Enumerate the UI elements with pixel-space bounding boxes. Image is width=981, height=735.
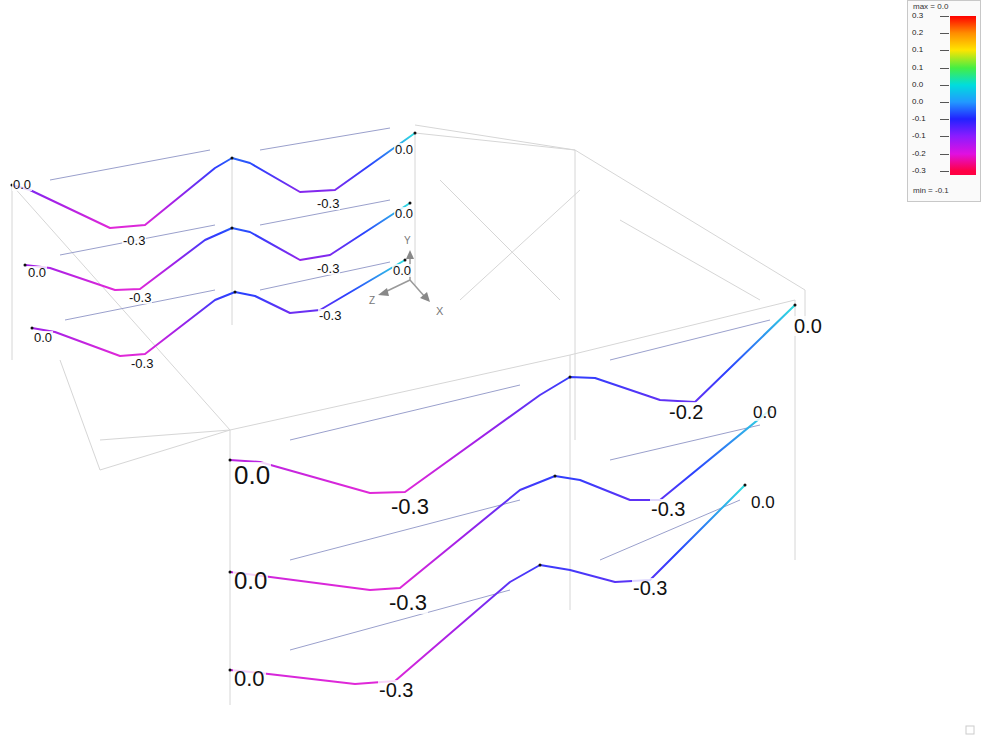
tick-mark xyxy=(940,171,949,172)
tick-mark xyxy=(940,102,949,103)
legend-tick: -0.1 xyxy=(912,132,926,140)
moment-value: -0.3 xyxy=(316,262,340,275)
moment-value: 0.0 xyxy=(752,404,778,421)
tick-mark xyxy=(940,154,949,155)
legend-tick: 0.0 xyxy=(912,81,923,89)
moment-value: 0.0 xyxy=(793,316,823,336)
tick-mark xyxy=(940,119,949,120)
moment-value: -0.3 xyxy=(388,592,428,614)
moment-value: 0.0 xyxy=(33,331,53,344)
moment-value: 0.0 xyxy=(392,264,412,277)
beam-lines xyxy=(50,128,770,650)
legend-swatch xyxy=(950,16,976,33)
moment-value: -0.3 xyxy=(128,291,152,304)
moment-value: 0.0 xyxy=(750,494,776,511)
moment-curves xyxy=(12,133,795,684)
legend-tick: 0.3 xyxy=(912,12,923,20)
moment-value: -0.3 xyxy=(632,578,668,598)
legend-swatch xyxy=(950,119,976,136)
axis-triad xyxy=(378,250,430,302)
corner-mark xyxy=(966,726,974,734)
moment-value: 0.0 xyxy=(233,668,266,690)
tick-mark xyxy=(940,68,949,69)
moment-value: -0.3 xyxy=(378,680,414,700)
legend-tick: 0.1 xyxy=(912,46,923,54)
legend-swatch xyxy=(950,50,976,67)
moment-value: 0.0 xyxy=(394,207,414,220)
tick-mark xyxy=(940,50,949,51)
legend-extreme: min = -0.1 xyxy=(912,187,950,195)
support-dots xyxy=(11,132,797,672)
legend-swatch xyxy=(950,68,976,85)
moment-value: 0.0 xyxy=(12,178,32,191)
tick-mark xyxy=(940,85,949,86)
moment-value: -0.2 xyxy=(668,402,704,422)
legend-swatch xyxy=(950,136,976,153)
tick-mark xyxy=(940,136,949,137)
legend-swatch xyxy=(950,33,976,50)
moment-value: -0.3 xyxy=(390,496,430,518)
moment-value: X xyxy=(435,306,444,317)
legend-swatch xyxy=(950,154,976,171)
legend-tick: -0.3 xyxy=(912,167,926,175)
legend-swatch xyxy=(950,171,976,175)
moment-value: Y xyxy=(403,236,412,246)
moment-value: -0.3 xyxy=(130,357,154,370)
moment-value: 0.0 xyxy=(394,143,414,156)
legend-swatch xyxy=(950,85,976,102)
legend-tick: -0.1 xyxy=(912,115,926,123)
legend-tick: 0.1 xyxy=(912,64,923,72)
legend-tick: 0.2 xyxy=(912,29,923,37)
moment-value: 0.0 xyxy=(233,462,271,488)
moment-value: 0.0 xyxy=(27,266,47,279)
moment-value: -0.3 xyxy=(122,234,146,247)
moment-value: -0.3 xyxy=(318,309,342,322)
legend-tick: -0.2 xyxy=(912,150,926,158)
legend-swatch xyxy=(950,102,976,119)
moment-value: 0.0 xyxy=(233,569,268,593)
frame-members xyxy=(12,125,805,705)
moment-value: -0.3 xyxy=(650,499,686,519)
tick-mark xyxy=(940,33,949,34)
moment-value: -0.3 xyxy=(316,197,340,210)
moment-value: Z xyxy=(368,296,376,306)
legend-extreme: max = 0.0 xyxy=(912,3,949,11)
legend-tick: 0.0 xyxy=(912,98,923,106)
tick-mark xyxy=(940,16,949,17)
